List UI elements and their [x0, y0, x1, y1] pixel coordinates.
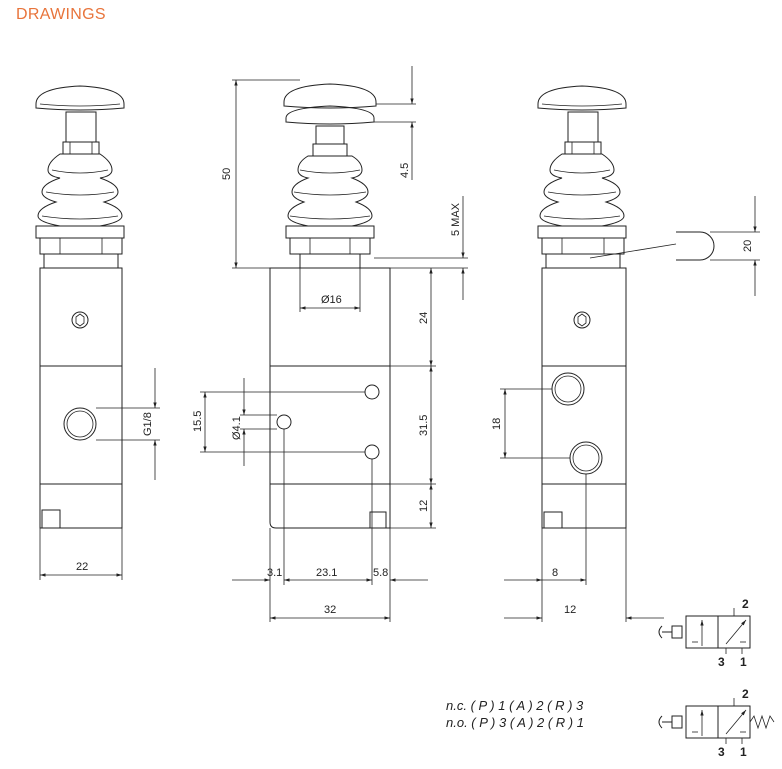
- legend-normally-open: n.o. ( P ) 3 ( A ) 2 ( R ) 1: [446, 715, 584, 730]
- legend-normally-closed: n.c. ( P ) 1 ( A ) 2 ( R ) 3: [446, 698, 584, 713]
- dim-22: 22: [76, 561, 88, 573]
- dim-12-vertical: 12: [418, 500, 430, 512]
- dim-18: 18: [491, 418, 503, 430]
- valve-symbol-no: 2 3 1: [658, 687, 775, 759]
- dim-g18: G1/8: [142, 412, 154, 436]
- port-label-2-bottom: 2: [742, 687, 749, 701]
- dim-24: 24: [418, 312, 430, 324]
- dim-15-5: 15.5: [192, 411, 204, 432]
- dim-50: 50: [221, 168, 233, 180]
- dim-20: 20: [742, 240, 754, 252]
- port-label-1-bottom: 1: [740, 745, 747, 759]
- dim-23-1: 23.1: [316, 567, 337, 579]
- valve-symbol-nc: 2 3 1: [658, 597, 751, 669]
- dim-d16: Ø16: [321, 294, 342, 306]
- dim-4-5: 4.5: [399, 163, 411, 178]
- dim-d4-1: Ø4.1: [231, 416, 243, 440]
- port-label-1-top: 1: [740, 655, 747, 669]
- port-label-3-bottom: 3: [718, 745, 725, 759]
- dim-5-8: 5.8: [373, 567, 388, 579]
- dim-32: 32: [324, 604, 336, 616]
- center-view: 50 4.5 5 MAX Ø16 24 31.5 12 15.5: [192, 66, 468, 622]
- dim-8: 8: [552, 567, 558, 579]
- left-view: G1/8 22: [35, 85, 160, 580]
- dim-12-horizontal: 12: [564, 604, 576, 616]
- right-view: 18 8 12 20: [491, 85, 760, 622]
- port-label-3-top: 3: [718, 655, 725, 669]
- port-label-2-top: 2: [742, 597, 749, 611]
- dim-31-5: 31.5: [418, 415, 430, 436]
- dim-5-max: 5 MAX: [450, 202, 462, 236]
- drawings-title: DRAWINGS: [16, 6, 106, 23]
- dim-3-1: 3.1: [267, 567, 282, 579]
